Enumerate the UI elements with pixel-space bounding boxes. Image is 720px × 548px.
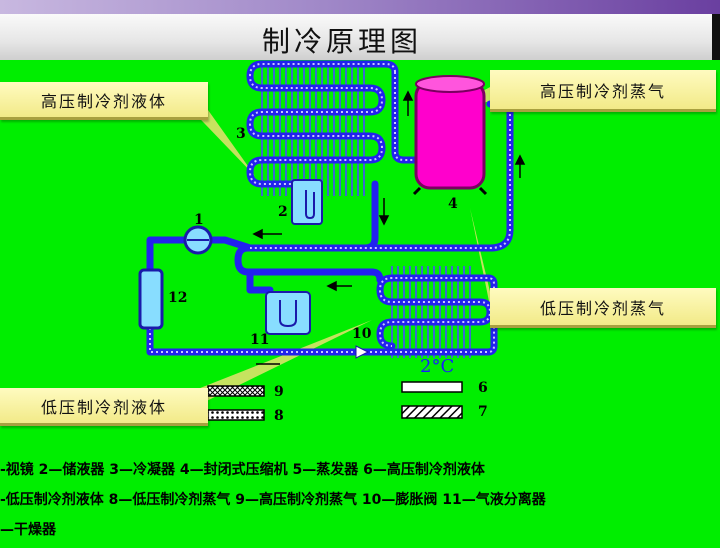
component-numbers: 1 2 3 4 6 7 8 9 10 11 12 [168, 126, 488, 424]
refrigeration-diagram: 1 2 3 4 6 7 8 9 10 11 12 2°C [138, 60, 526, 424]
page-title: 制冷原理图 [262, 25, 423, 58]
callout-high-pressure-vapor: 高压制冷剂蒸气 [490, 70, 716, 112]
label-11: 11 [250, 332, 269, 348]
temperature-label: 2°C [420, 356, 454, 377]
legend-line-1: -视镜 2—储液器 3—冷凝器 4—封闭式压缩机 5—蒸发器 6—高压制冷剂液体 [0, 462, 485, 478]
expansion-valve [355, 345, 370, 359]
swatch-7 [401, 405, 463, 419]
legend-line-2: -低压制冷剂液体 8—低压制冷剂蒸气 9—高压制冷剂蒸气 10—膨胀阀 11—气… [0, 492, 546, 508]
label-6: 6 [478, 380, 488, 396]
label-2: 2 [278, 204, 288, 220]
liquid-receiver [291, 179, 323, 225]
title-bar [0, 14, 720, 60]
swatch-6 [401, 381, 463, 393]
label-9: 9 [274, 384, 284, 400]
label-3: 3 [236, 126, 246, 142]
label-12: 12 [168, 290, 187, 306]
callout-high-pressure-liquid: 高压制冷剂液体 [0, 82, 208, 120]
label-10: 10 [352, 326, 372, 342]
pipe-highlights [149, 63, 511, 353]
label-4: 4 [448, 196, 458, 212]
legend-swatches [207, 381, 463, 421]
swatch-9 [207, 385, 265, 397]
flow-arrows [252, 90, 526, 365]
legend-line-3: —干燥器 [0, 522, 56, 538]
drier [138, 268, 164, 330]
callout-low-pressure-vapor: 低压制冷剂蒸气 [490, 288, 716, 328]
top-accent-bar [0, 0, 720, 14]
label-1: 1 [194, 212, 204, 228]
sight-glass [183, 225, 213, 255]
label-7: 7 [478, 404, 488, 420]
label-8: 8 [274, 408, 284, 424]
compressor [412, 75, 488, 196]
condenser-fins [261, 62, 365, 196]
swatch-8 [207, 409, 265, 421]
gas-liquid-separator [265, 291, 311, 335]
callout-low-pressure-liquid: 低压制冷剂液体 [0, 388, 208, 426]
